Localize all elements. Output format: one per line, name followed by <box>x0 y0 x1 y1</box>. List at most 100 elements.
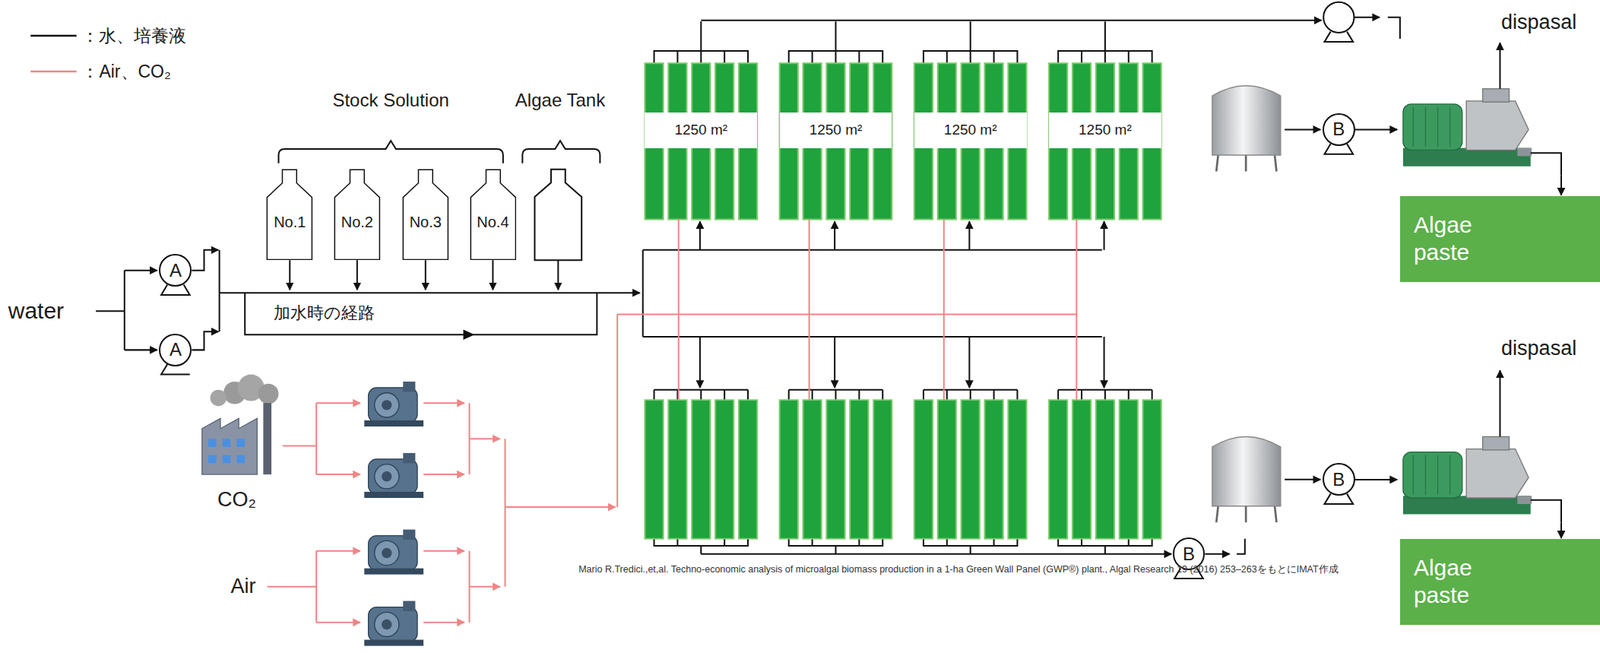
flow-arrow <box>462 329 475 340</box>
centrifuge: dispasal <box>1397 334 1580 523</box>
bottle-outline <box>267 169 313 260</box>
label: water <box>8 297 64 325</box>
factory-icon <box>208 455 217 464</box>
label: Stock Solution <box>332 89 449 111</box>
culture-pipe <box>1236 538 1246 555</box>
culture-pipe <box>643 249 1103 251</box>
green-wall-panels <box>914 63 1027 219</box>
water-pipe <box>356 259 359 290</box>
node-text: 1250 m² <box>1078 121 1132 139</box>
pump-symbol: B <box>1322 113 1356 146</box>
blower <box>364 601 424 647</box>
harvest-pipe <box>1284 478 1321 481</box>
green-wall-panels <box>779 63 893 219</box>
factory-icon <box>236 455 245 464</box>
air-pipe <box>267 219 1078 623</box>
harvest-pipe <box>1498 370 1501 437</box>
culture-pipe <box>642 250 644 337</box>
label: Air <box>230 574 256 599</box>
culture-pipe <box>699 336 701 388</box>
green-wall-panels <box>644 63 758 219</box>
water-pipe <box>219 291 640 294</box>
culture-pipe <box>923 21 1018 64</box>
green-wall-panels <box>1048 63 1162 219</box>
label: CO₂ <box>217 487 257 512</box>
culture-pipe <box>1353 16 1380 19</box>
panel-label-box: 1250 m² <box>914 112 1027 149</box>
node-text: No.2 <box>341 213 374 232</box>
stock-bottle: No.4 <box>469 168 517 261</box>
panel-label-box: 1250 m² <box>1048 112 1162 149</box>
air-pipe <box>423 402 465 404</box>
water-pipe <box>218 250 221 332</box>
product-box: Algae paste <box>1400 538 1600 625</box>
bracket <box>522 140 600 164</box>
culture-pipe <box>788 389 884 400</box>
bracket <box>278 140 503 164</box>
green-wall-panels <box>644 399 758 539</box>
harvest-tank <box>1212 85 1281 172</box>
culture-pipe <box>699 221 701 251</box>
node-text: A <box>169 259 182 282</box>
air-pipe <box>316 621 361 624</box>
pump-symbol: A <box>158 253 192 287</box>
node-text: A <box>169 339 182 361</box>
water-pipe <box>244 292 597 335</box>
centrifuge <box>1403 88 1532 167</box>
air-pipe <box>616 313 618 507</box>
culture-pipe <box>700 19 1322 22</box>
blower <box>364 453 424 498</box>
node-text: B <box>1182 543 1195 565</box>
legend-line-sample <box>30 70 77 73</box>
culture-pipe <box>654 21 749 64</box>
water-pipe <box>124 269 158 272</box>
water-pipe <box>424 259 427 290</box>
air-pipe <box>316 402 361 404</box>
green-wall-panels <box>1048 399 1162 539</box>
legend-line-sample <box>30 34 77 38</box>
green-wall-panels <box>779 399 893 539</box>
culture-pipe <box>654 538 749 555</box>
node-text: Algae paste <box>1413 211 1490 267</box>
blower <box>364 381 424 427</box>
culture-pipe <box>968 336 970 388</box>
water-pipe <box>491 259 494 290</box>
harvest-pipe <box>1530 500 1562 523</box>
outlet-label: dispasal <box>1501 10 1577 35</box>
culture-pipe <box>788 538 884 555</box>
factory-icon <box>222 438 232 447</box>
water-pipe <box>288 259 291 290</box>
flow-connector <box>1560 522 1562 538</box>
culture-pipe <box>1387 17 1401 39</box>
harvest-pipe <box>1530 152 1562 176</box>
stock-bottle: No.2 <box>333 168 381 261</box>
culture-pipe <box>643 17 1401 555</box>
harvest-pipe <box>1498 42 1501 89</box>
node-text: 1250 m² <box>674 121 728 139</box>
outlet-label: dispasal <box>1501 336 1577 361</box>
culture-pipe <box>923 389 1018 400</box>
culture-pipe <box>1103 336 1106 388</box>
water-pipe <box>95 310 125 312</box>
air-pipe <box>316 550 361 552</box>
air-pipe <box>469 551 501 623</box>
factory-icon <box>236 438 245 447</box>
node-text: 1250 m² <box>809 121 863 139</box>
node-text: Algae paste <box>1413 554 1490 609</box>
culture-pipe <box>833 336 836 388</box>
node-text: No.1 <box>273 213 306 232</box>
centrifuge: dispasal <box>1397 8 1580 176</box>
air-pipe <box>267 551 317 623</box>
culture-pipe <box>1103 221 1106 251</box>
culture-pipe <box>1204 553 1230 555</box>
blower <box>364 381 424 647</box>
factory-icon <box>208 438 217 447</box>
green-wall-panels <box>914 399 1027 539</box>
air-pipe <box>423 621 465 624</box>
water-pipe <box>124 348 158 351</box>
factory-icon <box>202 418 257 475</box>
harvest-pipe <box>1284 128 1321 130</box>
centrifuge <box>1403 88 1532 515</box>
